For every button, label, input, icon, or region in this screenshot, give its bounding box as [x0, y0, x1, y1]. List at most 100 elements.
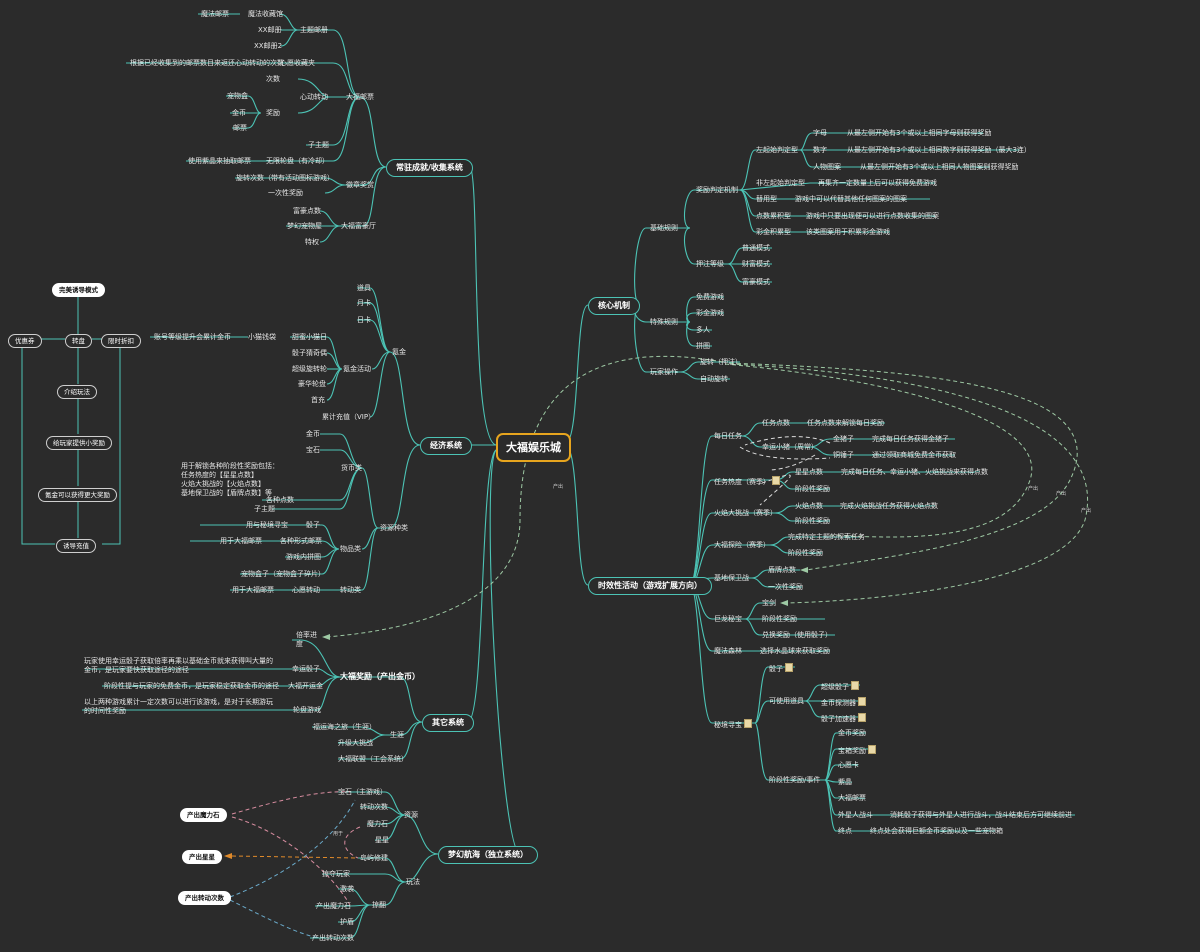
- node-mh-ludian: 掠翻: [372, 901, 386, 909]
- node-caifu: 财富模式: [742, 260, 770, 268]
- node-mofa-shoucang: 魔法收藏馆: [248, 10, 283, 18]
- node-zhuandong: 转动类: [340, 586, 361, 594]
- node-ziyuan: 资源种类: [380, 524, 408, 532]
- node-yin-zhu: 铜锤子: [833, 451, 854, 459]
- node-renwu-dian: 任务点数: [762, 419, 790, 427]
- node-duihuan: 兑换奖励（使用骰子）: [762, 631, 832, 639]
- node-shengji: 升级大挑战: [338, 739, 373, 747]
- node-baozang: 宝剑: [762, 599, 776, 607]
- root-node[interactable]: 大福娱乐城: [496, 433, 571, 462]
- node-tihuan-d: 游戏中可以代替其他任何图案的图案: [795, 195, 907, 203]
- node-dafu-jiangli: 大福奖励（产出金币）: [340, 672, 420, 681]
- branch-changzhu[interactable]: 常驻成就/收集系统: [386, 159, 473, 177]
- node-tianmi: 甜蜜小猫日: [292, 333, 327, 341]
- node-yongyu-dafu2: 用于大福邮票: [232, 586, 274, 594]
- node-zhongdian-d: 终点处会获得巨额金币奖励以及一些宠物箱: [870, 827, 1003, 835]
- node-lunpan-desc: 以上两种游戏累计一定次数可以进行该游戏，是对于长期游玩的时间性奖励: [84, 698, 273, 715]
- node-youxi-pintu: 游戏内拼图: [286, 553, 321, 561]
- node-zimu-d: 从最左侧开始有3个或以上相同字母则获得奖励: [847, 129, 992, 137]
- out-moli[interactable]: 产出魔力石: [180, 808, 227, 822]
- node-yici2: 一次性奖励: [768, 583, 803, 591]
- node-menghuan-chongwu: 梦幻宠物屋: [287, 222, 322, 230]
- node-mofa-senlin: 魔法森林: [714, 647, 742, 655]
- edge-root-changzhu: [469, 166, 497, 446]
- flow-top[interactable]: 完美诱导模式: [52, 283, 105, 297]
- node-waixing: 外星人战斗: [838, 811, 873, 819]
- node-yazhu: 押注等级: [696, 260, 724, 268]
- node-shuzi: 数字: [813, 146, 827, 154]
- node-yici: 一次性奖励: [268, 189, 303, 197]
- node-xiaozhu: 小猫钱袋: [248, 333, 276, 341]
- node-meiri: 每日任务: [714, 432, 742, 440]
- node-zizhuti: 子主题: [308, 141, 329, 149]
- node-mh-zhuandong: 转动次数: [360, 803, 388, 811]
- node-zuo-qi: 左起始判定型: [756, 146, 798, 154]
- node-jieduan2: 阶段性奖励: [795, 517, 830, 525]
- node-caijin: 彩金游戏: [696, 309, 724, 317]
- node-mh-daoyu: 岛屿修建: [360, 854, 388, 862]
- note-icon: [851, 681, 859, 690]
- node-chongwu-he: 宠物盒子（宠物盒子碎片）: [241, 570, 325, 578]
- node-mh-moli: 魔力石: [367, 820, 388, 828]
- node-jinbi-jiangli: 金币奖励: [838, 729, 866, 737]
- edge-root-mengh: [489, 449, 521, 855]
- node-kehuodong: 氪金活动: [343, 365, 371, 373]
- node-mijing: 秘境寻宝: [714, 719, 752, 730]
- node-haohua-lunpan: 豪华轮盘: [298, 380, 326, 388]
- node-renwu-dian-d: 任务点数来解锁每日奖励: [807, 419, 884, 427]
- node-tequan: 特权: [305, 238, 319, 246]
- node-mianfei: 免费游戏: [696, 293, 724, 301]
- flow-youdao[interactable]: 诱导充值: [56, 539, 96, 553]
- flow-xianshi[interactable]: 限时折扣: [101, 334, 141, 348]
- node-yueka: 月卡: [357, 299, 371, 307]
- flow-kejin[interactable]: 氪金可以获得更大奖励: [38, 488, 117, 502]
- note-icon: [868, 745, 876, 754]
- node-fuhao: 富豪模式: [742, 278, 770, 286]
- out-xingxing[interactable]: 产出星星: [182, 850, 222, 864]
- node-shouchong: 首充: [311, 396, 325, 404]
- branch-jingji[interactable]: 经济系统: [420, 437, 472, 455]
- node-duoren: 多人: [696, 326, 710, 334]
- node-xindong-desc: 根据已经收集到的邮票数目来返还心动转动的次数: [130, 59, 284, 67]
- node-xindong-zhuandong2: 心愿转动: [292, 586, 320, 594]
- branch-hexin[interactable]: 核心机制: [588, 297, 640, 315]
- node-xingxing-dian: 星星点数: [795, 468, 823, 476]
- node-yongyu-dafu: 用于大福邮票: [220, 537, 262, 545]
- node-jinbi: 金币: [232, 109, 246, 117]
- out-zhuandong[interactable]: 产出转动次数: [178, 891, 231, 905]
- node-jinbi2: 金币: [306, 430, 320, 438]
- node-chongwuhe: 宠物盒: [227, 92, 248, 100]
- node-zhongjiang-d: 该类图案用于积累彩金游戏: [806, 228, 890, 236]
- node-xingyun-shaizi: 幸运骰子: [292, 665, 320, 673]
- node-gezhong: 各种点数: [266, 496, 294, 504]
- node-jieduan1: 阶段性奖励: [795, 485, 830, 493]
- branch-qita[interactable]: 其它系统: [422, 714, 474, 732]
- node-mh-lueduo: 掠夺玩家: [322, 870, 350, 878]
- node-zidong: 自动旋转: [700, 375, 728, 383]
- branch-shixiao[interactable]: 时效性活动（游戏扩展方向）: [588, 577, 712, 595]
- flow-jieshao[interactable]: 介绍玩法: [57, 385, 97, 399]
- flow-zhuanlu[interactable]: 转盘: [65, 334, 92, 348]
- node-baoxiang: 宝箱奖励: [838, 745, 876, 756]
- arrow-label-chanchu-4: 产出: [1081, 508, 1092, 514]
- node-mh-xingxing: 星星: [375, 836, 389, 844]
- branch-mengh[interactable]: 梦幻航海（独立系统）: [438, 846, 538, 864]
- node-mh-chanchu-zhuandong: 产出转动次数: [312, 934, 354, 942]
- node-dafu-tanxian: 大福探险（赛季）: [714, 541, 770, 549]
- node-renwu-redu: 任务热度（赛季）: [714, 476, 780, 487]
- node-xinyuan-ka: 心愿卡: [838, 761, 859, 769]
- node-mofa-youpiao: 魔法邮票: [201, 10, 229, 18]
- node-cishu: 次数: [266, 75, 280, 83]
- note-icon: [772, 476, 780, 485]
- node-dafu-youcheng: 大福邮票: [346, 93, 374, 101]
- node-jin-zhu-d: 完成每日任务获得金猪子: [872, 435, 949, 443]
- flow-tigong[interactable]: 给玩家提供小奖励: [46, 436, 112, 450]
- node-yin-zhu-d: 通过领取商城免费金币获取: [872, 451, 956, 459]
- node-xingyun-zhilv: 福运海之旅（生涯）: [313, 723, 376, 731]
- edge-root-shixiao: [565, 444, 589, 586]
- node-julong: 巨龙秘宝: [714, 615, 742, 623]
- flow-youhui[interactable]: 优惠券: [8, 334, 42, 348]
- node-huoyan-dian: 火焰点数: [795, 502, 823, 510]
